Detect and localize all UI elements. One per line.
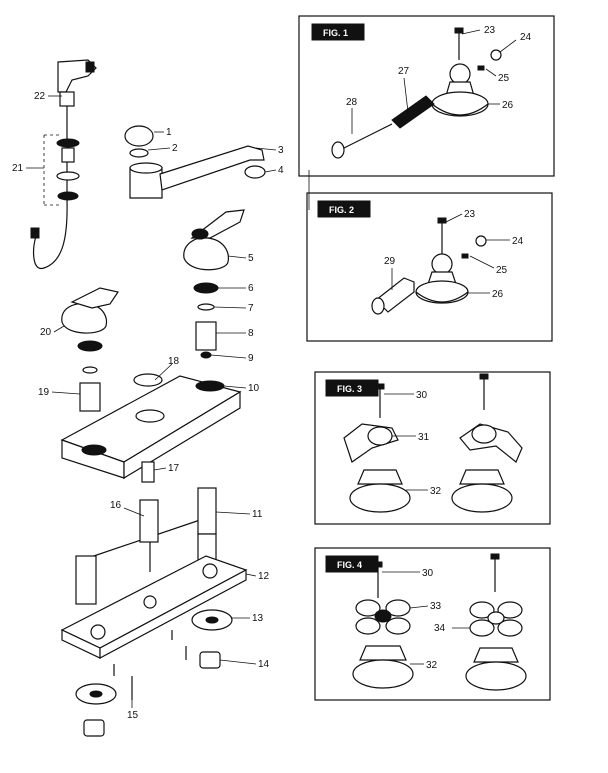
label-19: 19 — [38, 387, 50, 398]
valve-stem — [195, 321, 217, 351]
fig3-label-31: 31 — [418, 432, 430, 443]
fig1-label-26: 26 — [502, 100, 514, 111]
label-10: 10 — [248, 383, 260, 394]
label-18: 18 — [168, 356, 180, 367]
label-13: 13 — [252, 613, 264, 624]
fig4-label-33: 33 — [430, 601, 442, 612]
faucet-base-body — [60, 375, 242, 480]
fig1-label-27: 28 — [346, 97, 358, 108]
label-7: 7 — [248, 303, 254, 314]
fig1-label-25: 25 — [498, 73, 510, 84]
figure-3: FIG. 3 30 31 32 — [314, 371, 551, 525]
label-14: 14 — [258, 659, 270, 670]
label-17: 17 — [168, 463, 180, 474]
fig3-title: FIG. 3 — [337, 384, 362, 394]
left-shank — [75, 555, 97, 605]
label-1: 1 — [166, 127, 172, 138]
fig2-title-box — [317, 200, 371, 218]
stem-seat — [200, 351, 212, 359]
label-16: 16 — [110, 500, 122, 511]
fig2-title: FIG. 2 — [329, 205, 354, 215]
fig1-title-box — [311, 23, 365, 41]
label-2: 2 — [172, 143, 178, 154]
stem-washer — [197, 303, 215, 311]
fig2-label-25: 25 — [496, 265, 508, 276]
main-leaders — [26, 95, 277, 708]
label-12: 12 — [258, 571, 270, 582]
mounting-nut — [199, 651, 221, 669]
fig2-label-26: 26 — [492, 289, 504, 300]
label-4: 4 — [278, 165, 284, 176]
diverter — [141, 461, 155, 483]
left-bonnet-nut — [77, 340, 103, 352]
fig1-label-23: 23 — [484, 25, 496, 36]
fig3-label-30: 30 — [416, 390, 428, 401]
base-gasket — [60, 555, 248, 660]
cross-handle-left — [355, 599, 411, 635]
spout-o-ring — [133, 373, 163, 387]
hose-assembly — [30, 106, 80, 269]
figure-1: FIG. 1 23 24 25 26 28 27 — [298, 15, 555, 177]
fig3-label-32: 32 — [430, 486, 442, 497]
aerator — [244, 165, 266, 179]
figure-2: FIG. 2 23 24 25 26 29 — [306, 192, 553, 342]
main-exploded-view: 1 2 3 4 5 6 7 8 9 10 11 12 13 14 15 16 1… — [12, 59, 284, 737]
left-mount-nut — [83, 719, 105, 737]
left-washer — [82, 366, 98, 374]
right-handle — [183, 209, 245, 271]
figure-4: FIG. 4 30 33 34 32 — [314, 547, 551, 701]
fig2-label-29: 29 — [384, 256, 396, 267]
label-8: 8 — [248, 328, 254, 339]
label-6: 6 — [248, 283, 254, 294]
label-20: 20 — [40, 327, 52, 338]
fig1-label-28: 27 — [398, 66, 410, 77]
knob-washer — [129, 148, 149, 158]
right-shank — [197, 487, 217, 535]
label-5: 5 — [248, 253, 254, 264]
fig4-label-34: 34 — [434, 623, 446, 634]
fig4-label-30: 30 — [422, 568, 434, 579]
sprayer-head — [57, 59, 97, 107]
fig1-title: FIG. 1 — [323, 28, 348, 38]
label-21: 21 — [12, 163, 24, 174]
label-15: 15 — [127, 710, 139, 721]
cross-handle-right — [469, 601, 523, 637]
knob-cap — [124, 125, 154, 147]
fig4-title: FIG. 4 — [337, 560, 362, 570]
bonnet-nut — [193, 282, 219, 294]
left-handle — [61, 287, 119, 334]
label-11: 11 — [252, 509, 263, 520]
fig1-label-24: 24 — [520, 32, 532, 43]
fig4-label-32: 32 — [426, 660, 438, 671]
spout — [129, 145, 266, 199]
fig2-label-24: 24 — [512, 236, 524, 247]
fig2-label-23: 23 — [464, 209, 476, 220]
label-9: 9 — [248, 353, 254, 364]
label-22: 22 — [34, 91, 46, 102]
label-3: 3 — [278, 145, 284, 156]
left-valve-stem — [79, 382, 101, 412]
